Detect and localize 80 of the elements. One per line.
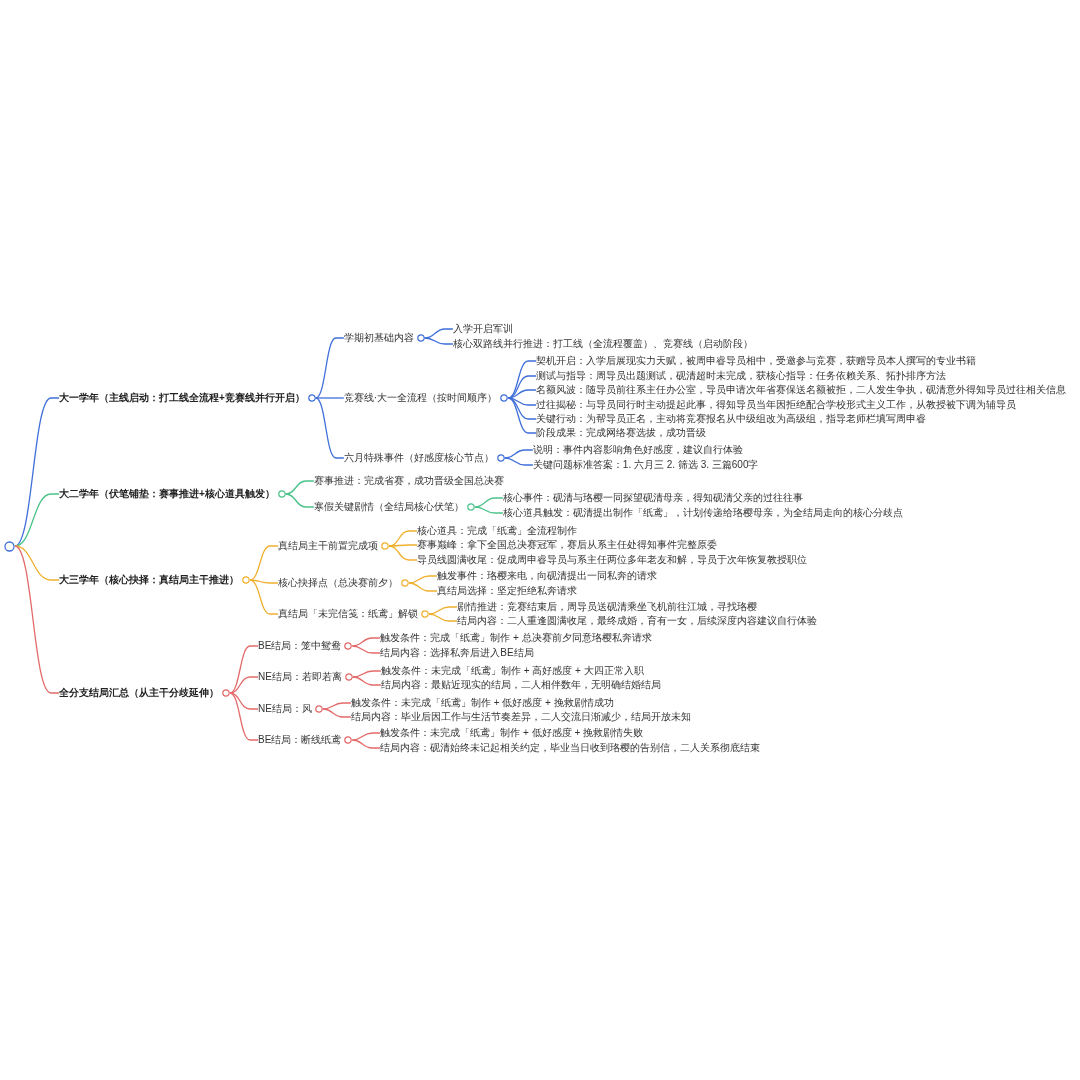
main-branch-label: 全分支结局汇总（从主干分歧延伸） bbox=[59, 686, 219, 700]
detail-label: 说明：事件内容影响角色好感度，建议自行体验 bbox=[532, 443, 743, 457]
branch-line bbox=[315, 397, 345, 459]
branch-line bbox=[507, 397, 537, 434]
branch-line bbox=[315, 397, 345, 399]
detail-label: 关键行动：为帮导员正名，主动将竞赛报名从中级组改为高级组，指导老师栏填写周申睿 bbox=[536, 412, 927, 426]
subtopic-label: 寒假关键剧情（全结局核心伏笔） bbox=[313, 500, 464, 514]
branch-line bbox=[507, 389, 537, 399]
branch-line bbox=[474, 506, 504, 514]
subtopic-label: 竞赛线·大一全流程（按时间顺序） bbox=[343, 391, 498, 405]
detail-label: 名额风波：随导员前往系主任办公室，导员申请次年省赛保送名额被拒，二人发生争执，砚清意外得知导员过往相关信息 bbox=[536, 383, 1067, 397]
branch-line bbox=[424, 337, 454, 345]
subtopic-label: 赛事推进：完成省赛，成功晋级全国总决赛 bbox=[313, 474, 504, 488]
subtopic-label: 真结局「未完信笺：纸鸢」解锁 bbox=[278, 607, 418, 621]
branch-line bbox=[408, 582, 438, 592]
detail-label: 核心双路线并行推进：打工线（全流程覆盖）、竞赛线（启动阶段） bbox=[452, 337, 753, 351]
detail-label: 契机开启：入学后展现实力天赋，被周申睿导员相中，受邀参与竞赛，获赠导员本人撰写的专业书籍 bbox=[536, 354, 977, 368]
subtopic-label: 六月特殊事件（好感度核心节点） bbox=[343, 451, 494, 465]
branch-line bbox=[504, 449, 534, 459]
detail-label: 真结局选择：坚定拒绝私奔请求 bbox=[437, 584, 577, 598]
detail-label: 结局内容：毕业后因工作与生活节奏差异，二人交流日渐减少，结局开放未知 bbox=[350, 710, 691, 724]
branch-line bbox=[229, 676, 259, 694]
main-branch-label: 大二学年（伏笔铺垫：赛事推进+核心道具触发） bbox=[59, 487, 275, 501]
subtopic-label: BE结局：笼中鸳鸯 bbox=[258, 639, 342, 653]
detail-label: 阶段成果：完成网络赛选拔，成功晋级 bbox=[536, 426, 707, 440]
subtopic-label: 核心抉择点（总决赛前夕） bbox=[278, 576, 398, 590]
detail-label: 结局内容：二人重逢圆满收尾，最终成婚，育有一女，后续深度内容建议自行体验 bbox=[457, 614, 817, 628]
subtopic-label: 学期初基础内容 bbox=[343, 331, 414, 345]
detail-label: 结局内容：最贴近现实的结局，二人相伴数年，无明确结婚结局 bbox=[380, 678, 661, 692]
branch-line bbox=[388, 544, 418, 547]
detail-label: 赛事巅峰：拿下全国总决赛冠军，赛后从系主任处得知事件完整原委 bbox=[417, 538, 717, 552]
branch-line bbox=[424, 328, 454, 339]
branch-line bbox=[249, 579, 279, 584]
branch-line bbox=[249, 579, 279, 615]
branch-line bbox=[428, 606, 458, 615]
main-branch-label: 大一学年（主线启动：打工线全流程+竞赛线并行开启） bbox=[59, 391, 305, 405]
subtopic-label: NE结局：若即若离 bbox=[258, 670, 342, 684]
branch-line bbox=[14, 493, 60, 547]
branch-line bbox=[351, 645, 381, 654]
main-branch-label: 大三学年（核心抉择：真结局主干推进） bbox=[59, 573, 239, 587]
subtopic-label: BE结局：断线纸鸢 bbox=[258, 733, 342, 747]
detail-label: 触发事件：珞樱来电，向砚清提出一同私奔的请求 bbox=[437, 569, 657, 583]
detail-label: 触发条件：完成「纸鸢」制作 + 总决赛前夕同意珞樱私奔请求 bbox=[380, 631, 652, 645]
branch-line bbox=[352, 676, 382, 686]
detail-label: 核心道具触发：砚清提出制作「纸鸢」，计划传递给珞樱母亲，为全结局走向的核心分歧点 bbox=[502, 506, 903, 520]
branch-line bbox=[428, 613, 458, 622]
branch-line bbox=[351, 637, 381, 647]
branch-line bbox=[408, 575, 438, 584]
branch-line bbox=[322, 702, 352, 710]
detail-label: 过往揭秘：与导员同行时主动提起此事，得知导员当年因拒绝配合学校形式主义工作，从教授被下调为辅导员 bbox=[536, 398, 1017, 412]
branch-line bbox=[322, 708, 352, 718]
detail-label: 核心事件：砚清与珞樱一同探望砚清母亲，得知砚清父亲的过往往事 bbox=[502, 491, 803, 505]
branch-line bbox=[315, 337, 345, 399]
detail-label: 结局内容：砚清始终未记起相关约定，毕业当日收到珞樱的告别信，二人关系彻底结束 bbox=[380, 741, 761, 755]
branch-line bbox=[352, 670, 382, 678]
branch-line bbox=[229, 645, 259, 694]
detail-label: 测试与指导：周导员出题测试，砚清超时未完成，获核心指导：任务依赖关系、拓扑排序方法 bbox=[536, 369, 947, 383]
detail-label: 核心道具：完成「纸鸢」全流程制作 bbox=[417, 524, 577, 538]
detail-label: 触发条件：未完成「纸鸢」制作 + 高好感度 + 大四正常入职 bbox=[380, 664, 644, 678]
detail-label: 入学开启军训 bbox=[452, 322, 513, 336]
detail-label: 剧情推进：竞赛结束后，周导员送砚清乘坐飞机前往江城，寻找珞樱 bbox=[457, 600, 757, 614]
branch-line bbox=[14, 397, 60, 547]
branch-line bbox=[285, 493, 315, 508]
detail-label: 导员线圆满收尾：促成周申睿导员与系主任两位多年老友和解，导员于次年恢复教授职位 bbox=[417, 553, 807, 567]
branch-line bbox=[507, 360, 537, 399]
detail-label: 触发条件：未完成「纸鸢」制作 + 低好感度 + 挽救剧情失败 bbox=[380, 726, 644, 740]
branch-line bbox=[474, 497, 504, 508]
branch-line bbox=[351, 739, 381, 749]
branch-line bbox=[229, 692, 259, 741]
branch-line bbox=[285, 480, 315, 495]
branch-line bbox=[504, 457, 534, 466]
detail-label: 触发条件：未完成「纸鸢」制作 + 低好感度 + 挽救剧情成功 bbox=[350, 696, 614, 710]
branch-line bbox=[388, 545, 418, 561]
branch-line bbox=[14, 545, 60, 694]
detail-label: 结局内容：选择私奔后进入BE结局 bbox=[380, 646, 534, 660]
subtopic-label: 真结局主干前置完成项 bbox=[278, 539, 378, 553]
detail-label: 关键问题标准答案：1. 六月三 2. 筛选 3. 三篇600字 bbox=[532, 458, 759, 472]
subtopic-label: NE结局：风 bbox=[258, 702, 312, 716]
branch-line bbox=[249, 545, 279, 581]
branch-line bbox=[351, 732, 381, 741]
